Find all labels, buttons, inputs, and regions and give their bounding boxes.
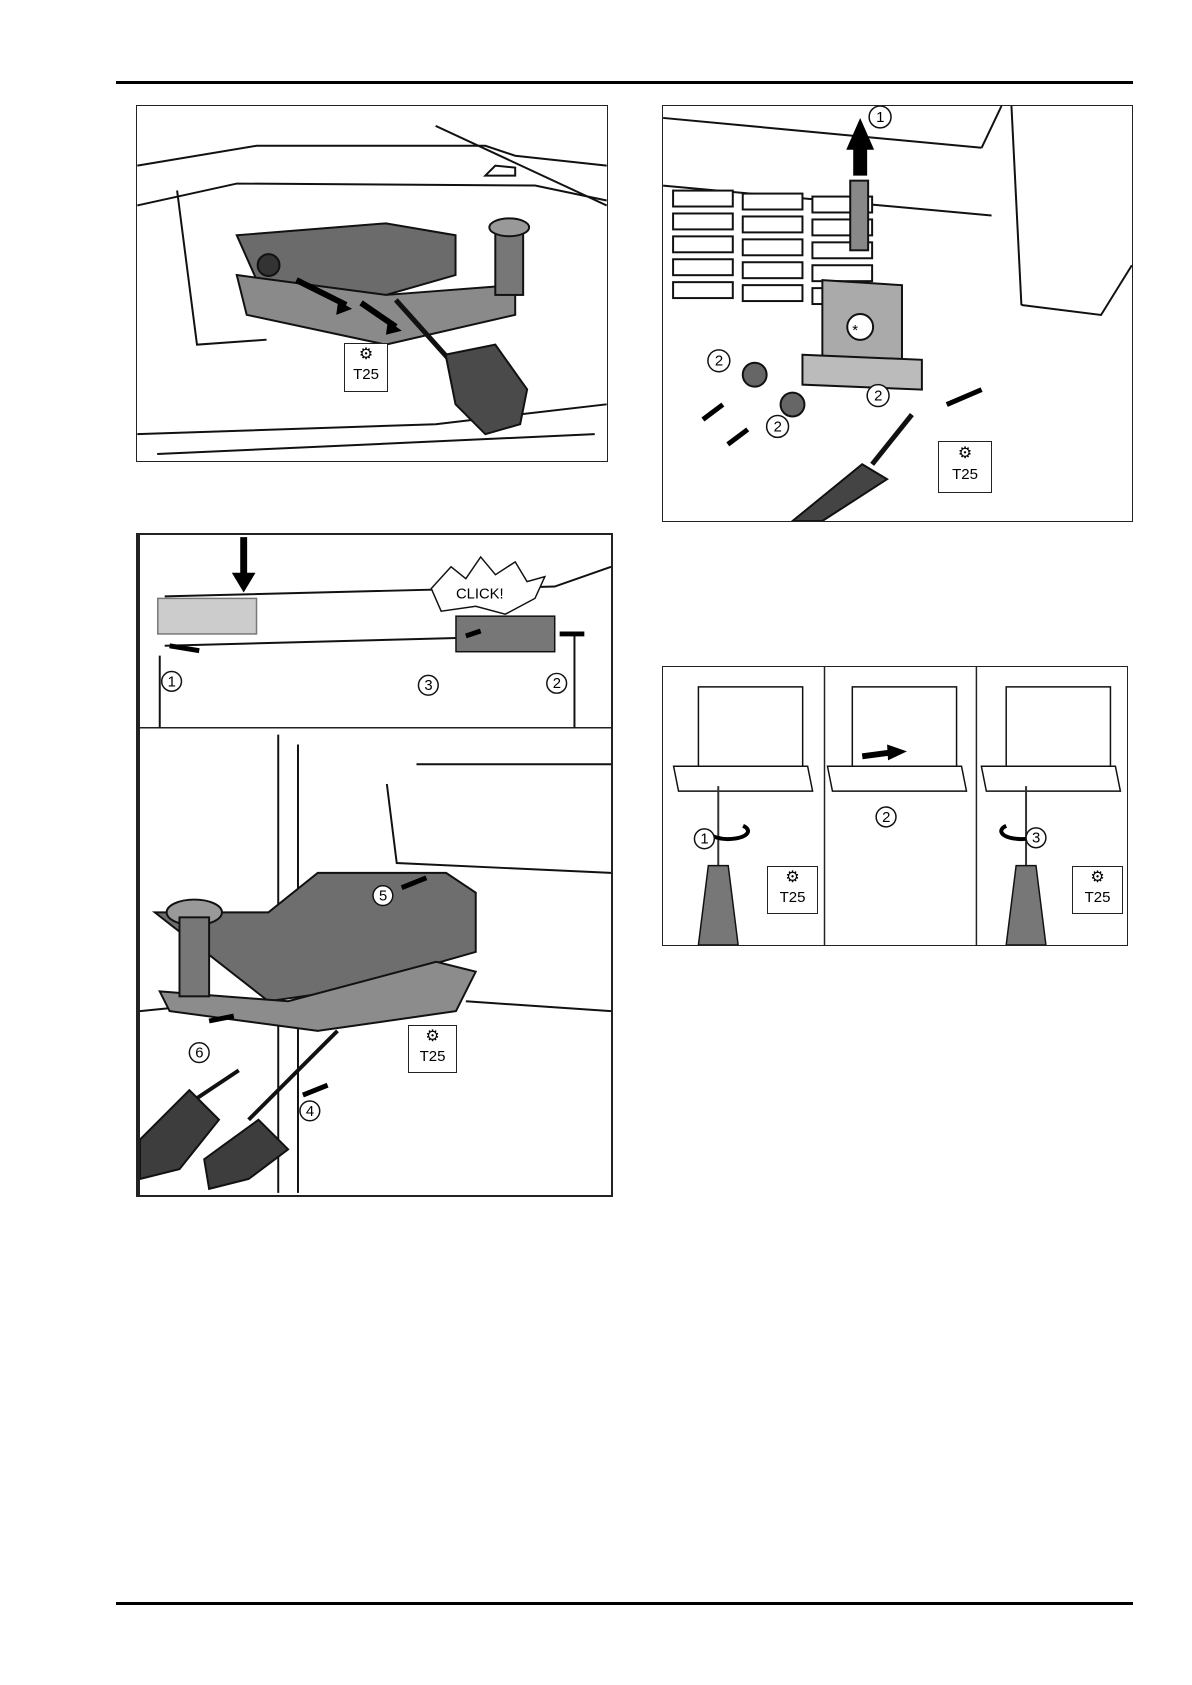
tool-label: T25 bbox=[420, 1048, 446, 1065]
click-text: CLICK! bbox=[456, 586, 504, 602]
callout-6: 6 bbox=[195, 1046, 203, 1062]
figure-remove-lower-hinge: * 1 2 2 2 ⚙ T25 bbox=[662, 105, 1133, 522]
torx-icon: ⚙ bbox=[409, 1026, 456, 1048]
tool-badge: ⚙ T25 bbox=[938, 441, 992, 493]
torx-icon: ⚙ bbox=[1073, 867, 1122, 889]
asterisk-mark: * bbox=[852, 322, 858, 339]
callout-3: 3 bbox=[1032, 831, 1040, 847]
callout-1: 1 bbox=[700, 832, 708, 848]
figure-remove-hinge-bracket-drawing bbox=[137, 106, 607, 461]
figure-remove-hinge-bracket: ⚙ T25 bbox=[136, 105, 608, 462]
tool-badge: ⚙ T25 bbox=[1072, 866, 1123, 914]
figure-adjust-hinge-pin-drawing: 1 2 3 bbox=[663, 667, 1127, 945]
figure-remove-lower-hinge-drawing: * 1 2 2 2 bbox=[663, 106, 1132, 521]
callout-1: 1 bbox=[168, 674, 176, 690]
torx-icon: ⚙ bbox=[768, 867, 817, 889]
figure-adjust-hinge-pin: 1 2 3 ⚙ T25 ⚙ T25 bbox=[662, 666, 1128, 946]
figure-mount-hinge-other-side-drawing: CLICK! 1 2 3 4 5 6 bbox=[140, 535, 611, 1195]
callout-5: 5 bbox=[379, 889, 387, 905]
figure-mount-hinge-other-side: CLICK! 1 2 3 4 5 6 ⚙ T25 bbox=[136, 533, 613, 1197]
callout-2b: 2 bbox=[774, 418, 782, 435]
header-rule bbox=[116, 81, 1133, 84]
torx-icon: ⚙ bbox=[939, 442, 991, 466]
tool-badge: ⚙ T25 bbox=[344, 343, 388, 392]
callout-3: 3 bbox=[424, 678, 432, 694]
torx-icon: ⚙ bbox=[345, 344, 387, 366]
tool-badge: ⚙ T25 bbox=[767, 866, 818, 914]
tool-label: T25 bbox=[353, 366, 379, 383]
callout-2a: 2 bbox=[715, 353, 723, 370]
tool-label: T25 bbox=[1085, 889, 1111, 906]
callout-2c: 2 bbox=[874, 388, 882, 405]
tool-badge: ⚙ T25 bbox=[408, 1025, 457, 1073]
tool-label: T25 bbox=[952, 466, 978, 483]
tool-label: T25 bbox=[780, 889, 806, 906]
callout-2: 2 bbox=[882, 810, 890, 826]
callout-1: 1 bbox=[876, 109, 884, 126]
callout-2: 2 bbox=[553, 676, 561, 692]
footer-rule bbox=[116, 1602, 1133, 1605]
callout-4: 4 bbox=[306, 1104, 314, 1120]
